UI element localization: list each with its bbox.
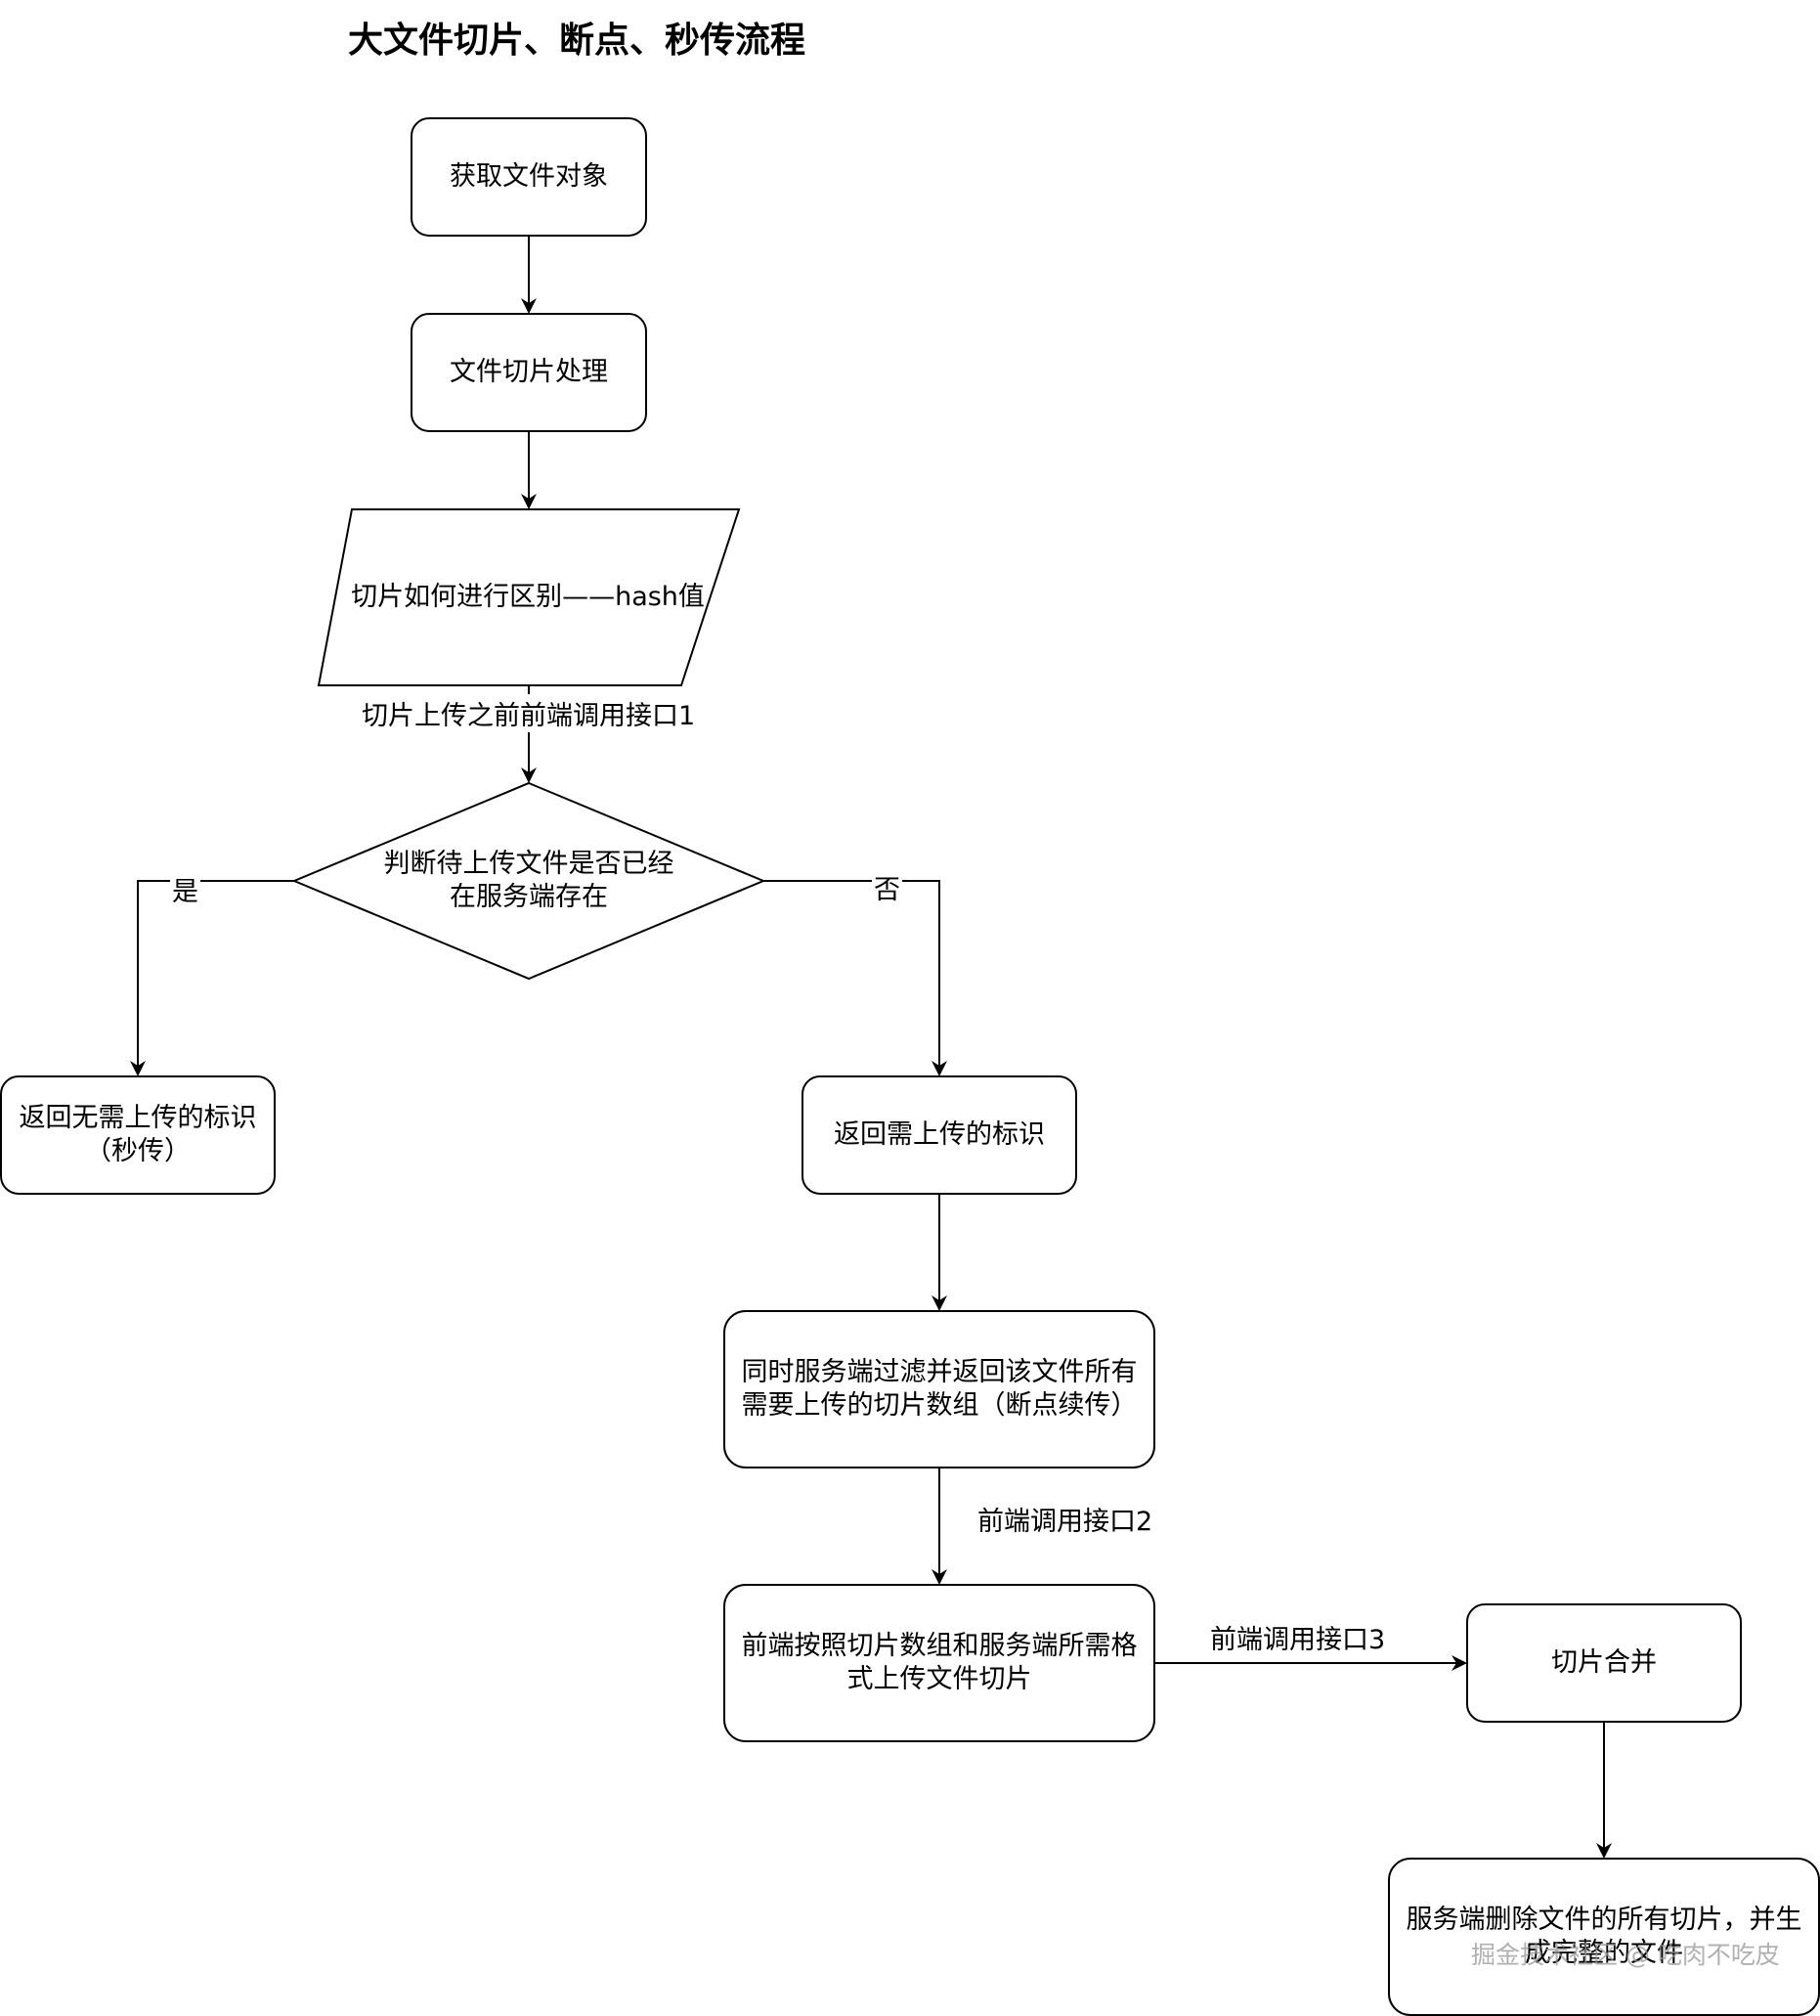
edge-label-api1: 切片上传之前前端调用接口1 (360, 694, 698, 732)
node-filter: 同时服务端过滤并返回该文件所有 需要上传的切片数组（断点续传） (724, 1311, 1154, 1468)
node-hash-parallelogram (317, 508, 741, 686)
node-decision-line2: 在服务端存在 (450, 882, 608, 912)
node-no-upload: 返回无需上传的标识 （秒传） (1, 1076, 275, 1194)
node-slice-file: 文件切片处理 (412, 314, 646, 431)
node-final-line2: 成完整的文件 (1525, 1938, 1683, 1968)
watermark: 掘金技术社区 @ 吃肉不吃皮 (1471, 1941, 1780, 1969)
node-no-upload-line2: （秒传） (85, 1136, 191, 1166)
node-upload-line1: 前端按照切片数组和服务端所需格 (741, 1631, 1138, 1661)
node-hash-label: 切片如何进行区别——hash值 (351, 582, 705, 612)
node-upload: 前端按照切片数组和服务端所需格 式上传文件切片 (724, 1585, 1154, 1741)
node-get-file: 获取文件对象 (412, 118, 646, 236)
diagram-title: 大文件切片、断点、秒传流程 (348, 21, 806, 61)
node-decision-diamond (291, 781, 766, 981)
edge-label-api2: 前端调用接口2 (975, 1500, 1155, 1538)
node-upload-line2: 式上传文件切片 (846, 1664, 1032, 1694)
node-filter-line2: 需要上传的切片数组（断点续传） (741, 1390, 1138, 1421)
node-slice-file-label: 文件切片处理 (450, 357, 608, 387)
node-get-file-label: 获取文件对象 (450, 161, 608, 192)
node-no-upload-line1: 返回无需上传的标识 (19, 1103, 257, 1133)
node-decision-line1: 判断待上传文件是否已经 (383, 849, 674, 879)
edge-label-api3: 前端调用接口3 (1208, 1618, 1388, 1656)
node-merge: 切片合并 (1467, 1604, 1741, 1722)
node-decision: 判断待上传文件是否已经 在服务端存在 (333, 822, 724, 940)
node-filter-line1: 同时服务端过滤并返回该文件所有 (741, 1357, 1138, 1387)
node-need-upload-label: 返回需上传的标识 (834, 1119, 1045, 1150)
edge-label-no: 否 (872, 868, 902, 906)
node-merge-label: 切片合并 (1551, 1647, 1657, 1678)
edge-decision-yes (130, 880, 294, 1076)
node-final-line1: 服务端删除文件的所有切片，并生 (1406, 1905, 1802, 1935)
node-hash: 切片如何进行区别——hash值 (332, 509, 723, 685)
node-no-upload-box (0, 1075, 276, 1195)
edge-decision-no (763, 880, 947, 1076)
edge-label-yes: 是 (170, 870, 200, 908)
node-final-box (1388, 1858, 1820, 2016)
node-final: 服务端删除文件的所有切片，并生 成完整的文件 (1389, 1888, 1819, 1986)
node-need-upload: 返回需上传的标识 (802, 1076, 1076, 1194)
